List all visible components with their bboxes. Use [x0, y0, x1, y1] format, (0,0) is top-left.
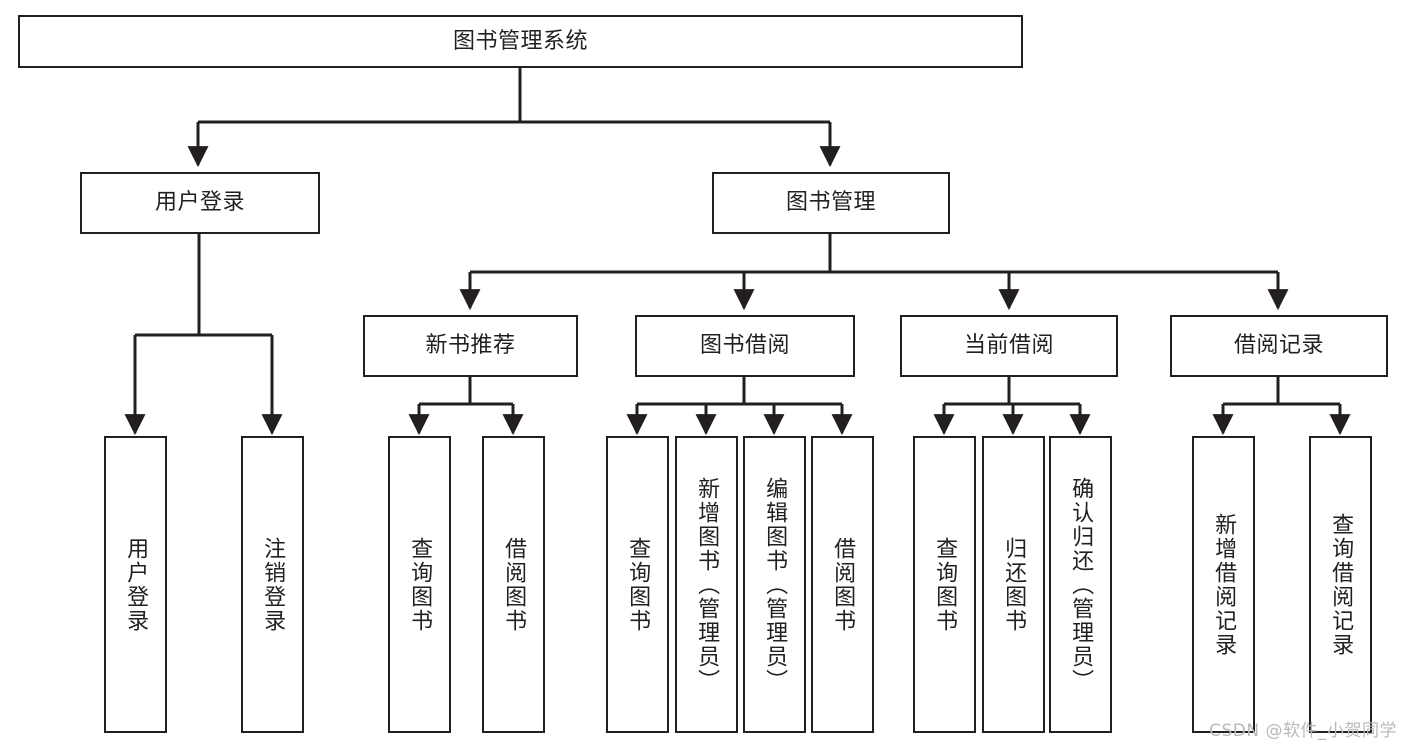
node-leaf-add-record[interactable]: 新增借阅记录 [1192, 436, 1255, 733]
node-book-manage[interactable]: 图书管理 [712, 172, 950, 234]
node-current-borrow[interactable]: 当前借阅 [900, 315, 1118, 377]
node-leaf-query-book-3[interactable]: 查询图书 [913, 436, 976, 733]
node-root[interactable]: 图书管理系统 [18, 15, 1023, 68]
node-leaf-return-book-label: 归还图书 [1001, 536, 1027, 633]
node-leaf-user-login-label: 用户登录 [123, 536, 149, 633]
node-leaf-borrow-book-1[interactable]: 借阅图书 [482, 436, 545, 733]
node-borrow-record-label: 借阅记录 [1233, 333, 1324, 359]
node-leaf-query-record-label: 查询借阅记录 [1328, 512, 1354, 657]
node-leaf-query-book-3-label: 查询图书 [932, 536, 958, 633]
node-leaf-borrow-book-2-label: 借阅图书 [830, 536, 856, 633]
node-borrow-record[interactable]: 借阅记录 [1170, 315, 1388, 377]
node-leaf-query-book-1[interactable]: 查询图书 [388, 436, 451, 733]
node-current-borrow-label: 当前借阅 [963, 333, 1054, 359]
node-book-borrow[interactable]: 图书借阅 [635, 315, 855, 377]
node-leaf-edit-book[interactable]: 编辑图书（管理员） [743, 436, 806, 733]
node-leaf-logout[interactable]: 注销登录 [241, 436, 304, 733]
node-leaf-add-book[interactable]: 新增图书（管理员） [675, 436, 738, 733]
node-leaf-query-record[interactable]: 查询借阅记录 [1309, 436, 1372, 733]
node-leaf-borrow-book-1-label: 借阅图书 [501, 536, 527, 633]
node-root-label: 图书管理系统 [452, 28, 588, 54]
node-new-book-rec[interactable]: 新书推荐 [363, 315, 578, 377]
node-leaf-user-login[interactable]: 用户登录 [104, 436, 167, 733]
node-leaf-query-book-1-label: 查询图书 [407, 536, 433, 633]
node-book-manage-label: 图书管理 [785, 190, 876, 216]
node-leaf-return-book[interactable]: 归还图书 [982, 436, 1045, 733]
node-leaf-query-book-2[interactable]: 查询图书 [606, 436, 669, 733]
node-leaf-borrow-book-2[interactable]: 借阅图书 [811, 436, 874, 733]
node-leaf-add-book-label: 新增图书（管理员） [694, 476, 720, 693]
node-leaf-confirm-return-label: 确认归还（管理员） [1068, 476, 1094, 693]
node-leaf-confirm-return[interactable]: 确认归还（管理员） [1049, 436, 1112, 733]
node-leaf-edit-book-label: 编辑图书（管理员） [762, 476, 788, 693]
node-leaf-logout-label: 注销登录 [260, 536, 286, 633]
node-new-book-rec-label: 新书推荐 [425, 333, 516, 359]
node-user-login[interactable]: 用户登录 [80, 172, 320, 234]
node-book-borrow-label: 图书借阅 [699, 333, 790, 359]
node-user-login-label: 用户登录 [154, 190, 245, 216]
node-leaf-query-book-2-label: 查询图书 [625, 536, 651, 633]
node-leaf-add-record-label: 新增借阅记录 [1211, 512, 1237, 657]
